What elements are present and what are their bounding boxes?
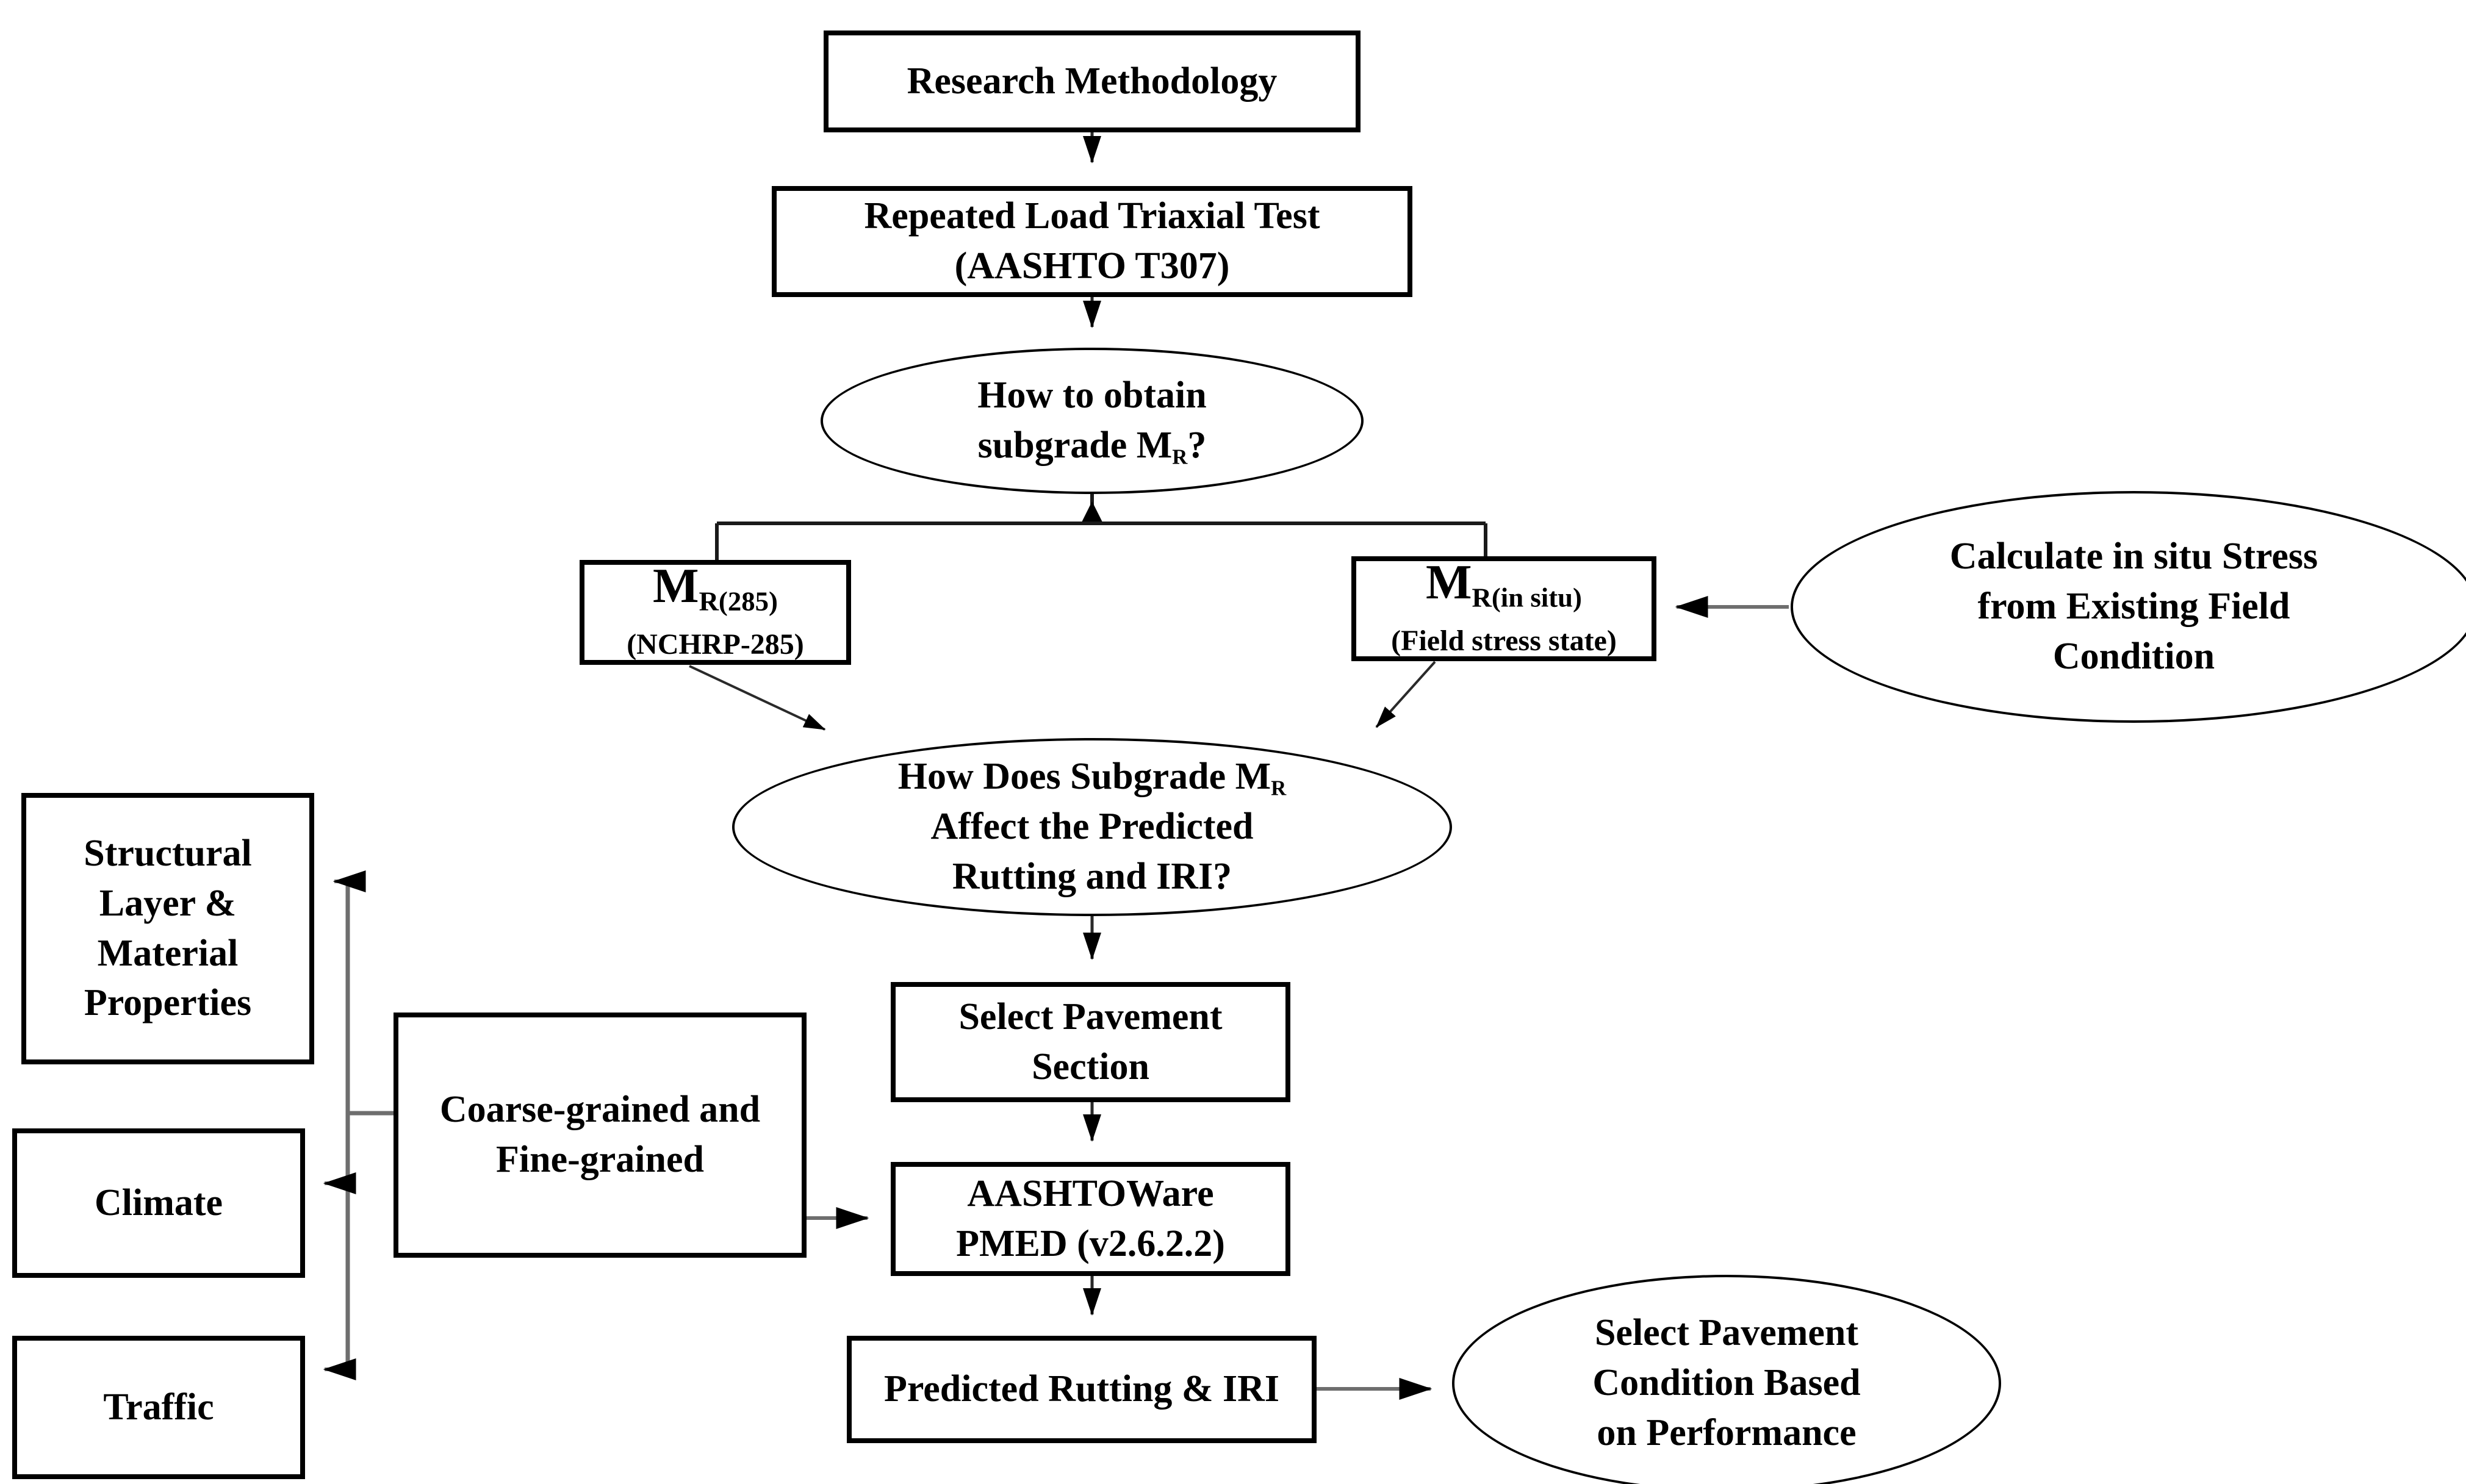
select-section-line1: Select Pavement [958,995,1223,1038]
traffic-label: Traffic [103,1386,214,1428]
how-does-line1: How Does Subgrade MR [897,756,1287,800]
aashtoware-box: AASHTOWare PMED (v2.6.2.2) [891,1162,1290,1276]
triaxial-line2: (AASHTO T307) [954,245,1230,287]
how-does-line2: Affect the Predicted [930,806,1254,848]
research-methodology-label: Research Methodology [907,60,1278,102]
select-condition-line3: on Performance [1597,1411,1857,1454]
structural-line1: Structural [84,832,252,874]
triaxial-line1: Repeated Load Triaxial Test [864,195,1320,237]
structural-properties-box: Structural Layer & Material Properties [21,793,314,1064]
structural-line2: Layer & [99,882,237,924]
mr-insitu-symbol: MR(in situ) [1426,556,1582,613]
calc-stress-line1: Calculate in situ Stress [1949,536,2318,578]
coarse-fine-grained-box: Coarse-grained and Fine-grained [394,1013,807,1258]
select-condition-line1: Select Pavement [1594,1312,1859,1354]
aashtoware-line2: PMED (v2.6.2.2) [956,1222,1225,1264]
coarse-line2: Fine-grained [496,1139,704,1180]
select-condition-ellipse: Select Pavement Condition Based on Perfo… [1452,1275,2001,1484]
coarse-line1: Coarse-grained and [439,1089,761,1131]
select-section-line2: Section [1032,1045,1149,1088]
how-does-ellipse: How Does Subgrade MR Affect the Predicte… [732,738,1452,916]
mr-insitu-note: (Field stress state) [1391,624,1617,657]
obtain-line1: How to obtain [977,374,1207,416]
obtain-question-ellipse: How to obtain subgrade MR? [821,348,1364,494]
structural-line4: Properties [84,982,252,1024]
branch-up-arrowhead [1081,501,1103,523]
select-condition-line2: Condition Based [1592,1362,1861,1404]
research-methodology-box: Research Methodology [824,30,1361,132]
calc-stress-ellipse: Calculate in situ Stress from Existing F… [1791,491,2466,723]
select-section-box: Select Pavement Section [891,982,1290,1102]
mr285-note: (NCHRP-285) [627,628,804,661]
aashtoware-line1: AASHTOWare [967,1172,1214,1214]
mr285-symbol: MR(285) [653,559,778,617]
climate-label: Climate [94,1181,223,1224]
arrow-mr285-to-howdoes [689,665,826,731]
calc-stress-line3: Condition [2052,635,2215,677]
obtain-line2: subgrade MR? [977,424,1207,469]
arrow-mrinsitu-to-howdoes [1375,661,1436,728]
triaxial-test-box: Repeated Load Triaxial Test (AASHTO T307… [772,186,1412,297]
structural-line3: Material [97,932,239,974]
traffic-box: Traffic [12,1336,305,1479]
predicted-rutting-label: Predicted Rutting & IRI [883,1368,1280,1410]
calc-stress-line2: from Existing Field [1977,586,2290,628]
climate-box: Climate [12,1128,305,1278]
how-does-line3: Rutting and IRI? [952,856,1232,898]
mr-insitu-box: MR(in situ) (Field stress state) [1351,556,1656,661]
mr285-box: MR(285) (NCHRP-285) [580,560,851,665]
predicted-rutting-box: Predicted Rutting & IRI [847,1336,1317,1443]
